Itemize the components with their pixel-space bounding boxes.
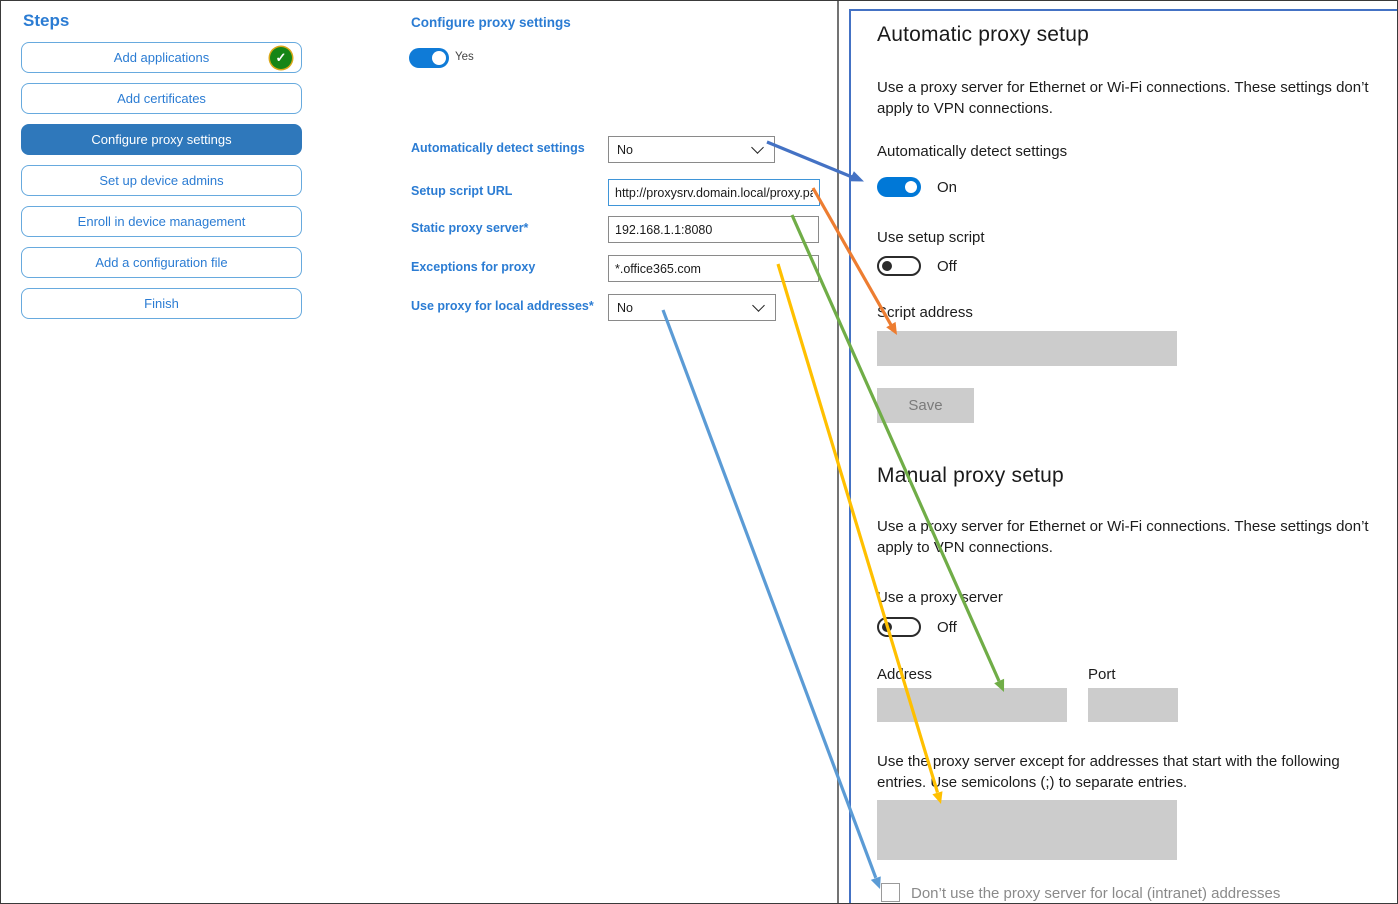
select-automatically-detect-settings[interactable]: No [608,136,775,163]
label-exceptions-for-proxy: Exceptions for proxy [411,260,536,274]
step-set-up-device-admins[interactable]: Set up device admins [21,165,302,196]
address-label: Address [877,666,933,683]
configure-proxy-form: Configure proxy settings Yes Automatical… [409,9,829,903]
steps-panel-title: Steps [23,11,70,30]
label-static-proxy-server: Static proxy server* [411,221,529,235]
port-input[interactable] [1088,688,1178,722]
automatically-detect-settings-label: Automatically detect settings [877,143,1068,160]
label-setup-script-url: Setup script URL [411,184,513,198]
select-use-proxy-for-local-addresses[interactable]: No [608,294,776,321]
step-label: Configure proxy settings [91,132,232,147]
step-enroll-in-device-management[interactable]: Enroll in device management [21,206,302,237]
port-label: Port [1088,666,1116,683]
chevron-down-icon [752,299,765,312]
toggle-state: Off [937,619,957,636]
manual-proxy-setup-heading: Manual proxy setup [877,464,1064,487]
intranet-addresses-checkbox[interactable] [881,883,900,902]
step-label: Add a configuration file [95,255,228,270]
proxy-exceptions-textarea[interactable] [877,800,1177,860]
configure-proxy-toggle-state: Yes [455,51,474,63]
select-value: No [617,300,633,315]
windows-proxy-settings-panel: Automatic proxy setup Use a proxy server… [849,9,1397,903]
toggle-state: On [937,179,958,196]
step-label: Enroll in device management [77,214,246,229]
static-proxy-server-input[interactable] [608,216,819,243]
use-a-proxy-server-label: Use a proxy server [877,589,1003,606]
use-setup-script-label: Use setup script [877,229,985,246]
script-address-input[interactable] [877,331,1177,366]
automatic-proxy-description: Use a proxy server for Ethernet or Wi-Fi… [877,79,1369,117]
steps-panel: Steps Add applications ✓ Add certificate… [21,9,302,329]
exceptions-for-proxy-input[interactable] [608,255,819,282]
automatic-proxy-setup-heading: Automatic proxy setup [877,23,1089,46]
step-add-certificates[interactable]: Add certificates [21,83,302,114]
step-label: Add certificates [117,91,206,106]
script-address-label: Script address [877,304,973,321]
step-label: Add applications [113,50,210,65]
configure-proxy-toggle[interactable] [409,48,449,68]
completed-check-icon: ✓ [270,47,292,69]
step-label: Set up device admins [99,173,224,188]
step-finish[interactable]: Finish [21,288,302,319]
chevron-down-icon [751,141,764,154]
select-value: No [617,142,633,157]
label-use-proxy-for-local-addresses: Use proxy for local addresses* [411,299,594,313]
step-configure-proxy-settings[interactable]: Configure proxy settings [21,124,302,155]
intranet-addresses-checkbox-label: Don’t use the proxy server for local (in… [911,885,1281,902]
step-add-a-configuration-file[interactable]: Add a configuration file [21,247,302,278]
automatically-detect-settings-toggle[interactable] [877,177,921,197]
use-setup-script-toggle[interactable] [877,256,921,276]
use-a-proxy-server-toggle[interactable] [877,617,921,637]
label-automatically-detect-settings: Automatically detect settings [411,141,585,155]
form-title: Configure proxy settings [411,15,571,30]
setup-script-url-input[interactable] [608,179,820,206]
proxy-exceptions-description: Use the proxy server except for addresse… [877,753,1340,791]
address-input[interactable] [877,688,1067,722]
manual-proxy-description: Use a proxy server for Ethernet or Wi-Fi… [877,518,1369,556]
save-button[interactable]: Save [877,388,974,423]
step-label: Finish [144,296,179,311]
vertical-divider [837,1,839,903]
step-add-applications[interactable]: Add applications ✓ [21,42,302,73]
toggle-state: Off [937,258,957,275]
